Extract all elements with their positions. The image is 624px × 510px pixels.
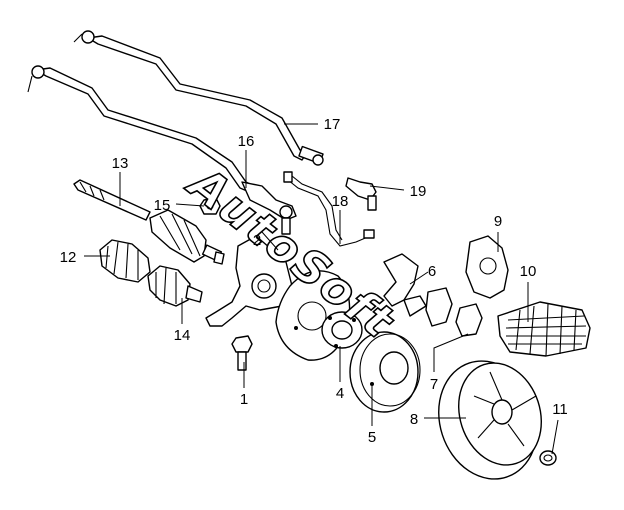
wheel-nut-part (539, 450, 557, 466)
wheel-rim-part (438, 360, 542, 480)
wheel-hub-part (321, 311, 363, 349)
brake-caliper-part (465, 235, 509, 299)
callout-10: 10 (520, 263, 537, 280)
callout-5: 5 (368, 429, 376, 446)
callout-8: 8 (410, 411, 418, 428)
callout-12: 12 (60, 249, 77, 266)
bolt-part (231, 335, 253, 371)
callout-18: 18 (332, 193, 349, 210)
tire-part (497, 301, 591, 357)
brake-hose-part (283, 171, 375, 247)
steering-knuckle-part (205, 235, 293, 327)
bleed-screw-part (345, 177, 377, 211)
callout-7: 7 (430, 376, 438, 393)
callout-19: 19 (410, 183, 427, 200)
callout-1: 1 (240, 391, 248, 408)
callout-13: 13 (112, 155, 129, 172)
callout-15: 15 (154, 197, 171, 214)
outer-cv-joint-part (147, 265, 203, 307)
callout-labels: 1 2 4 5 6 7 8 9 10 11 12 13 14 15 16 17 … (60, 116, 568, 446)
leader-lines (84, 123, 559, 455)
cv-joint-shaft-end (149, 209, 225, 265)
brake-pads-part (425, 287, 483, 337)
callout-9: 9 (494, 213, 502, 230)
tie-rod-end-part (241, 181, 297, 235)
callout-11: 11 (552, 401, 568, 418)
callout-2: 2 (253, 232, 261, 249)
callout-4: 4 (336, 385, 344, 402)
brake-disc-part (349, 331, 421, 413)
callout-6: 6 (428, 263, 436, 280)
tie-rod-assembly (27, 30, 324, 195)
drive-shaft-part (73, 179, 151, 221)
callout-17: 17 (324, 116, 341, 133)
callout-14: 14 (174, 327, 191, 344)
cv-boot-part (99, 239, 151, 283)
callout-16: 16 (238, 133, 255, 150)
